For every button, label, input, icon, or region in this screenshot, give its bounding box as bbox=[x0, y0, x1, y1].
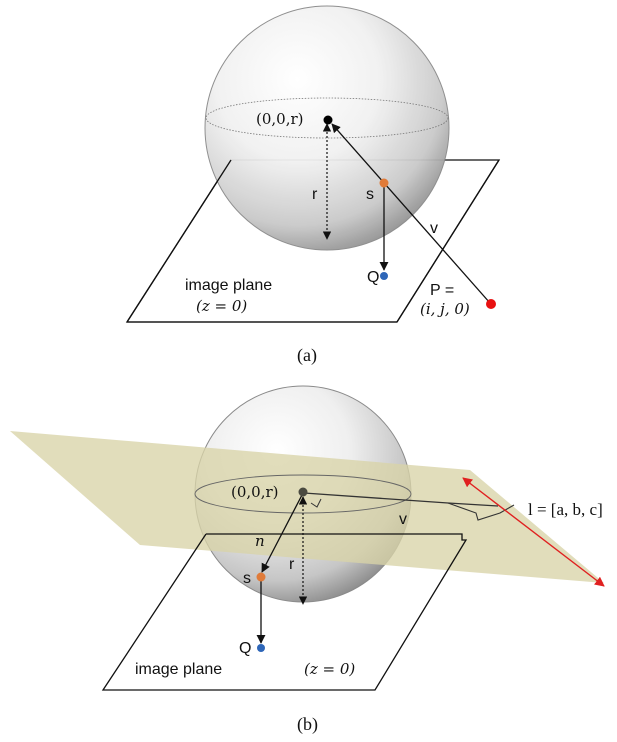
point-q-a bbox=[380, 272, 388, 280]
line-l-b bbox=[462, 477, 605, 587]
plane-label-b: image plane bbox=[135, 661, 222, 678]
n-label-b: n bbox=[255, 532, 265, 550]
center-label-a: (0,0,r) bbox=[256, 110, 304, 128]
v-label-b: v bbox=[399, 511, 407, 528]
plane-label-a: image plane bbox=[185, 277, 272, 294]
q-label-b: Q bbox=[239, 640, 251, 657]
v-label-a: v bbox=[430, 220, 438, 237]
p-label-top-a: P = bbox=[430, 282, 454, 299]
normal-arrow-b bbox=[261, 494, 303, 573]
panel-a: (0,0,r) r s v Q image plane (z = 0) P = … bbox=[125, 5, 501, 366]
s-label-b: s bbox=[243, 570, 251, 587]
p-label-bottom-a: (i, j, 0) bbox=[420, 300, 470, 318]
plane-eq-b: (z = 0) bbox=[304, 660, 355, 678]
plane-eq-a: (z = 0) bbox=[196, 297, 247, 315]
caption-a: (a) bbox=[297, 345, 317, 366]
point-p-a bbox=[486, 299, 496, 309]
point-s-a bbox=[379, 178, 389, 188]
center-label-b: (0,0,r) bbox=[231, 483, 279, 501]
q-label-a: Q bbox=[367, 269, 379, 286]
equator-a bbox=[205, 97, 449, 139]
panel-b: (0,0,r) n r s v Q image plane (z = 0) l … bbox=[10, 385, 605, 735]
r-label-a: r bbox=[312, 186, 318, 203]
center-point-a bbox=[323, 115, 333, 125]
caption-b: (b) bbox=[297, 714, 318, 735]
s-label-a: s bbox=[366, 186, 374, 203]
center-point-b bbox=[298, 487, 308, 497]
r-label-b: r bbox=[289, 556, 295, 573]
point-s-b bbox=[256, 572, 266, 582]
ray-v-a bbox=[331, 123, 491, 304]
point-q-b bbox=[257, 644, 265, 652]
line-label-b: l = [a, b, c] bbox=[528, 500, 603, 519]
